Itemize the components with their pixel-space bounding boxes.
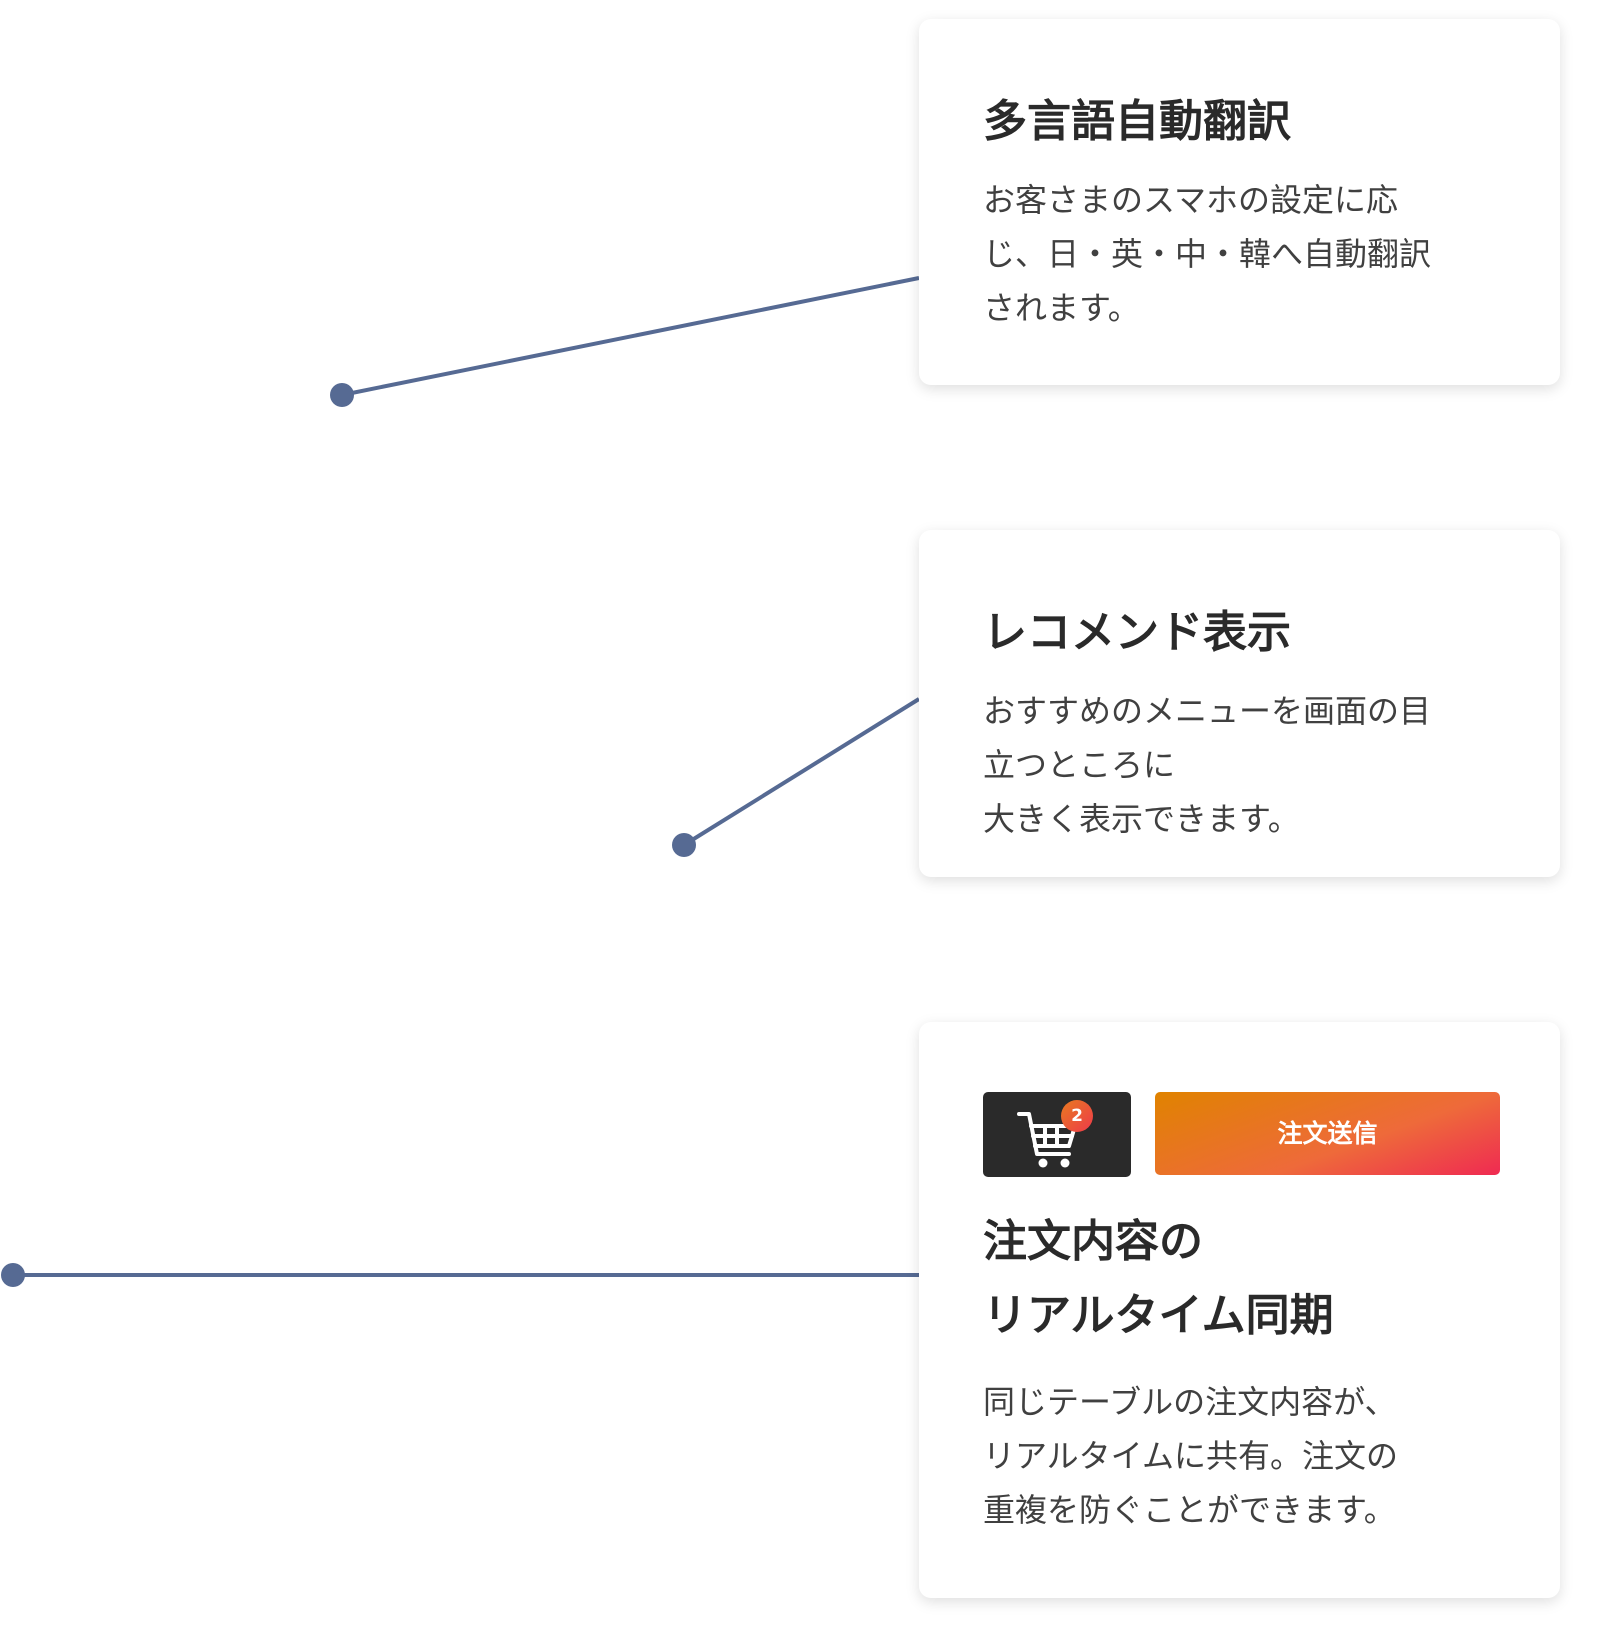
feature-card-translation: 多言語自動翻訳 お客さまのスマホの設定に応 じ、日・英・中・韓へ自動翻訳 されま…: [919, 19, 1560, 385]
connector-line-2: [682, 697, 921, 847]
card-body: 同じテーブルの注文内容が、 リアルタイムに共有。注文の 重複を防ぐことができます…: [983, 1383, 1399, 1529]
cart-count-badge: 2: [1061, 1100, 1093, 1132]
card-body: お客さまのスマホの設定に応 じ、日・英・中・韓へ自動翻訳 されます。: [983, 181, 1432, 327]
connector-dot-2: [672, 833, 696, 857]
card-title: 多言語自動翻訳: [983, 96, 1291, 147]
connector-dot-1: [330, 383, 354, 407]
connector-dot-3: [1, 1263, 25, 1287]
card-body: おすすめのメニューを画面の目 立つところに 大きく表示できます。: [983, 692, 1432, 838]
card-title: レコメンド表示: [983, 607, 1291, 658]
feature-card-recommend: レコメンド表示 おすすめのメニューを画面の目 立つところに 大きく表示できます。: [919, 530, 1560, 877]
connector-line-1: [341, 276, 920, 397]
cart-icon: [1017, 1112, 1077, 1168]
cart-button[interactable]: 2: [983, 1092, 1131, 1177]
card-title: 注文内容の リアルタイム同期: [983, 1216, 1334, 1341]
feature-card-sync: 2 注文送信 注文内容の リアルタイム同期 同じテーブルの注文内容が、 リアルタ…: [919, 1022, 1560, 1598]
send-order-button[interactable]: 注文送信: [1155, 1092, 1500, 1175]
